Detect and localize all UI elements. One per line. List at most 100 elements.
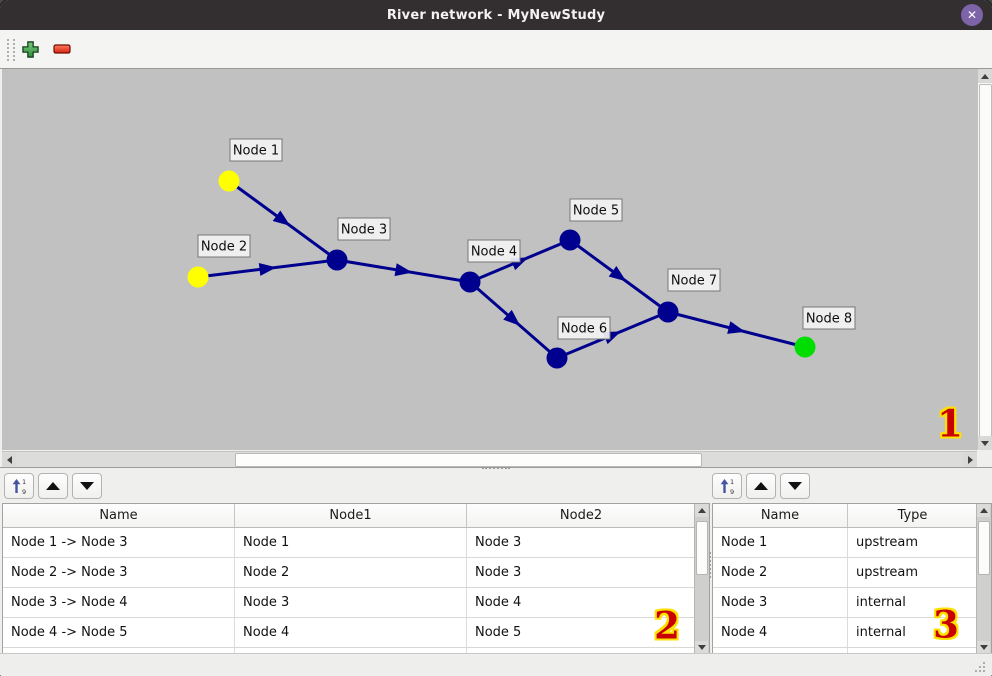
down-triangle-icon (80, 482, 94, 490)
toolbar-drag-handle[interactable] (7, 39, 15, 61)
table-cell: Node 1 (235, 528, 467, 557)
nodes-table-scrollbar[interactable] (976, 504, 991, 654)
table-cell: Node 2 (713, 558, 848, 587)
scroll-thumb[interactable] (696, 521, 708, 575)
node-label-box (557, 316, 611, 340)
network-node-node-1[interactable] (218, 170, 240, 192)
right-arrow-icon (967, 455, 973, 464)
column-header-type[interactable]: Type (897, 508, 928, 523)
table-cell: Node 5 (475, 625, 522, 640)
table-cell (3, 648, 235, 654)
scroll-up-button[interactable] (977, 504, 990, 517)
svg-text:1: 1 (730, 478, 734, 486)
vertical-scroll-thumb[interactable] (979, 84, 992, 437)
edge-arrow-icon (272, 210, 291, 226)
canvas-vertical-scrollbar[interactable] (977, 69, 992, 450)
svg-text:9: 9 (730, 488, 734, 495)
node-label-box (197, 234, 251, 258)
links-move-down-button[interactable] (72, 473, 102, 499)
table-cell: Node 1 -> Node 3 (3, 528, 235, 557)
svg-text:9: 9 (22, 488, 26, 495)
edge-arrow-icon (503, 309, 521, 326)
node-label: Node 8 (806, 312, 852, 327)
network-node-node-3[interactable] (326, 249, 348, 271)
nodes-move-down-button[interactable] (780, 473, 810, 499)
plus-icon (21, 40, 39, 58)
table-cell: upstream (856, 535, 919, 550)
nodes-move-up-button[interactable] (746, 473, 776, 499)
table-cell: Node 1 (713, 528, 848, 557)
column-header-name[interactable]: Name (3, 504, 235, 527)
table-row[interactable] (3, 648, 695, 654)
scroll-left-button[interactable] (2, 453, 16, 466)
table-cell: Node 3 (235, 588, 467, 617)
node-label: Node 1 (233, 144, 279, 159)
nodes-sort-button[interactable]: 1 9 (712, 473, 742, 499)
column-header-name[interactable]: Name (713, 504, 848, 527)
vertical-splitter-handle[interactable] (709, 552, 713, 578)
table-row[interactable]: Node 1 upstream (713, 528, 977, 558)
remove-node-button[interactable] (49, 36, 75, 62)
scroll-thumb[interactable] (978, 521, 990, 575)
scroll-up-button[interactable] (695, 504, 708, 517)
resize-grip[interactable] (973, 660, 985, 672)
table-row[interactable] (713, 648, 977, 654)
table-cell (713, 648, 848, 654)
annotation-number-3: 3 (933, 602, 959, 647)
horizontal-scroll-thumb[interactable] (235, 453, 702, 467)
close-button[interactable]: ✕ (961, 4, 983, 26)
network-node-node-4[interactable] (459, 271, 481, 293)
toolbar (0, 30, 992, 69)
table-cell: Node 3 (475, 535, 522, 550)
up-triangle-icon (754, 482, 768, 490)
add-node-button[interactable] (17, 36, 43, 62)
column-header-node1[interactable]: Node1 (235, 504, 467, 527)
titlebar[interactable]: River network - MyNewStudy ✕ (0, 0, 992, 30)
scroll-up-button[interactable] (978, 69, 992, 83)
table-cell: Node 3 (713, 588, 848, 617)
links-sort-button[interactable]: 1 9 (4, 473, 34, 499)
scroll-down-button[interactable] (695, 641, 708, 654)
scroll-right-button[interactable] (963, 453, 977, 466)
column-header-node2[interactable]: Node2 (559, 508, 603, 523)
network-node-node-5[interactable] (559, 229, 581, 251)
network-node-node-2[interactable] (187, 266, 209, 288)
up-triangle-icon (46, 482, 60, 490)
network-node-node-8[interactable] (794, 336, 816, 358)
node-label: Node 3 (341, 223, 387, 238)
network-node-node-6[interactable] (546, 347, 568, 369)
edge-arrow-icon (727, 321, 746, 334)
node-label-box (569, 198, 623, 222)
node-label-box (667, 268, 721, 292)
links-table-scrollbar[interactable] (694, 504, 709, 654)
table-cell: upstream (856, 565, 919, 580)
table-cell: Node 4 (475, 595, 522, 610)
node-label-box (802, 306, 856, 330)
down-arrow-icon (697, 645, 706, 650)
links-move-up-button[interactable] (38, 473, 68, 499)
network-node-node-7[interactable] (657, 301, 679, 323)
table-cell: Node 2 -> Node 3 (3, 558, 235, 587)
scroll-down-button[interactable] (977, 641, 990, 654)
annotation-number-2: 2 (654, 603, 680, 648)
table-row[interactable]: Node 2 upstream (713, 558, 977, 588)
node-label: Node 2 (201, 240, 247, 255)
horizontal-splitter-handle[interactable] (482, 467, 510, 472)
canvas-horizontal-scrollbar[interactable] (2, 451, 977, 467)
sort-ascending-icon: 1 9 (720, 478, 734, 495)
down-arrow-icon (981, 440, 989, 446)
scroll-down-button[interactable] (978, 436, 992, 450)
table-cell: Node 4 (235, 618, 467, 647)
table-cell: Node 2 (235, 558, 467, 587)
